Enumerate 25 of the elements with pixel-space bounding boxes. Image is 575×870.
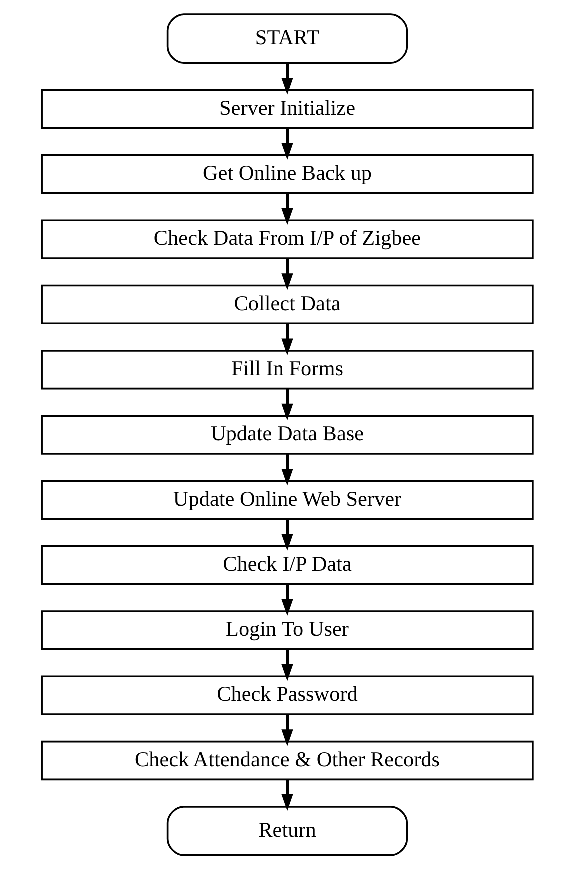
node-box: Login To User: [41, 610, 534, 650]
node-box: Check Password: [41, 676, 534, 716]
node-box: Collect Data: [41, 284, 534, 325]
arrow: [282, 63, 294, 95]
arrow: [282, 454, 294, 486]
node-box: Get Online Back up: [41, 154, 534, 194]
arrow: [282, 780, 294, 812]
node-box: Check Data From I/P of Zigbee: [41, 220, 534, 260]
arrow: [282, 194, 294, 226]
arrow: [282, 258, 294, 290]
arrow: [282, 389, 294, 421]
node-box: START: [166, 14, 408, 64]
arrow: [282, 519, 294, 551]
node-box: Fill In Forms: [41, 350, 534, 390]
node-box: Check I/P Data: [41, 545, 534, 586]
arrow: [282, 324, 294, 356]
arrow: [282, 128, 294, 160]
arrow: [282, 584, 294, 616]
node-box: Check Attendance & Other Records: [41, 740, 534, 781]
node-box: Update Data Base: [41, 415, 534, 455]
node-box: Update Online Web Server: [41, 480, 534, 520]
arrow: [282, 650, 294, 682]
node-box: Return: [166, 806, 408, 856]
node-box: Server Initialize: [41, 89, 534, 130]
arrow: [282, 714, 294, 746]
